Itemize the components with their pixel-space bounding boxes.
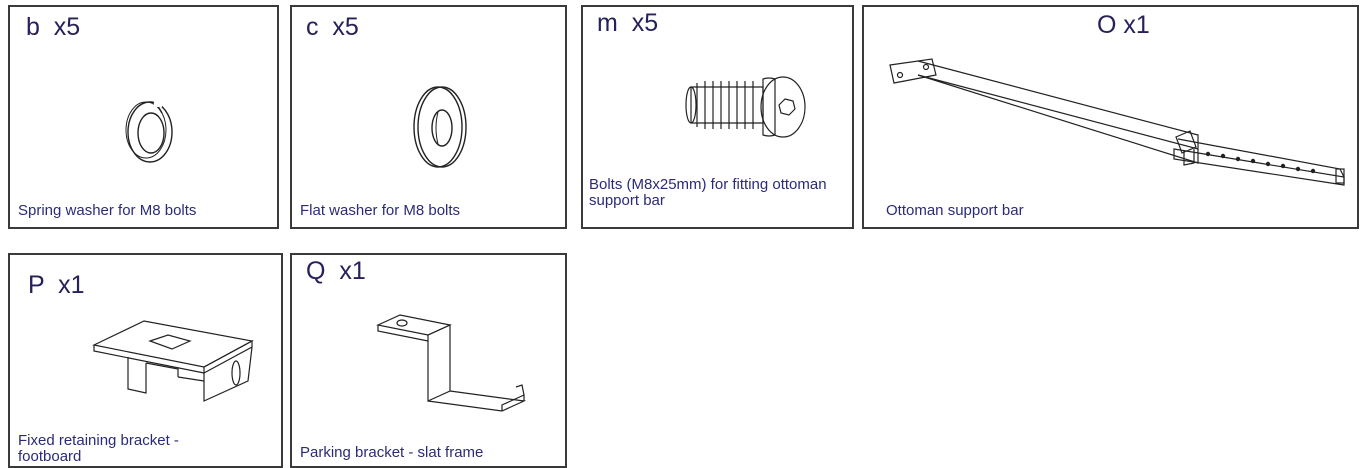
part-description: Bolts (M8x25mm) for fitting ottoman supp… [589, 176, 827, 209]
part-card-c: c x5 Flat washer for M8 bolts [290, 5, 567, 229]
part-code: O x1 [1097, 11, 1150, 39]
support-bar-icon [878, 53, 1348, 188]
part-code: P x1 [28, 271, 85, 299]
part-description: Fixed retaining bracket - footboard [18, 432, 179, 465]
part-description: Flat washer for M8 bolts [300, 202, 461, 219]
part-code: c x5 [306, 13, 359, 41]
part-card-p: P x1 Fixed retaining bracket - footboard [8, 253, 283, 468]
parking-bracket-icon [372, 301, 532, 426]
part-description: Spring washer for M8 bolts [18, 202, 197, 219]
part-description: Ottoman support bar [886, 202, 1024, 219]
part-description: Parking bracket - slat frame [300, 444, 484, 461]
spring-washer-icon [120, 97, 180, 172]
bolt-icon [683, 67, 813, 152]
part-code: b x5 [26, 13, 81, 41]
part-code: m x5 [597, 9, 659, 37]
flat-washer-icon [410, 82, 470, 177]
retaining-bracket-icon [88, 311, 268, 416]
part-code: Q x1 [306, 257, 366, 285]
part-card-o: O x1 Ottoman sup [862, 5, 1359, 229]
part-card-q: Q x1 Parking bracket - slat frame [290, 253, 567, 468]
part-card-m: m x5 Bolts (M8x25mm) for fitting ottoman… [581, 5, 854, 229]
part-card-b: b x5 Spring washer for M8 bolts [8, 5, 279, 229]
